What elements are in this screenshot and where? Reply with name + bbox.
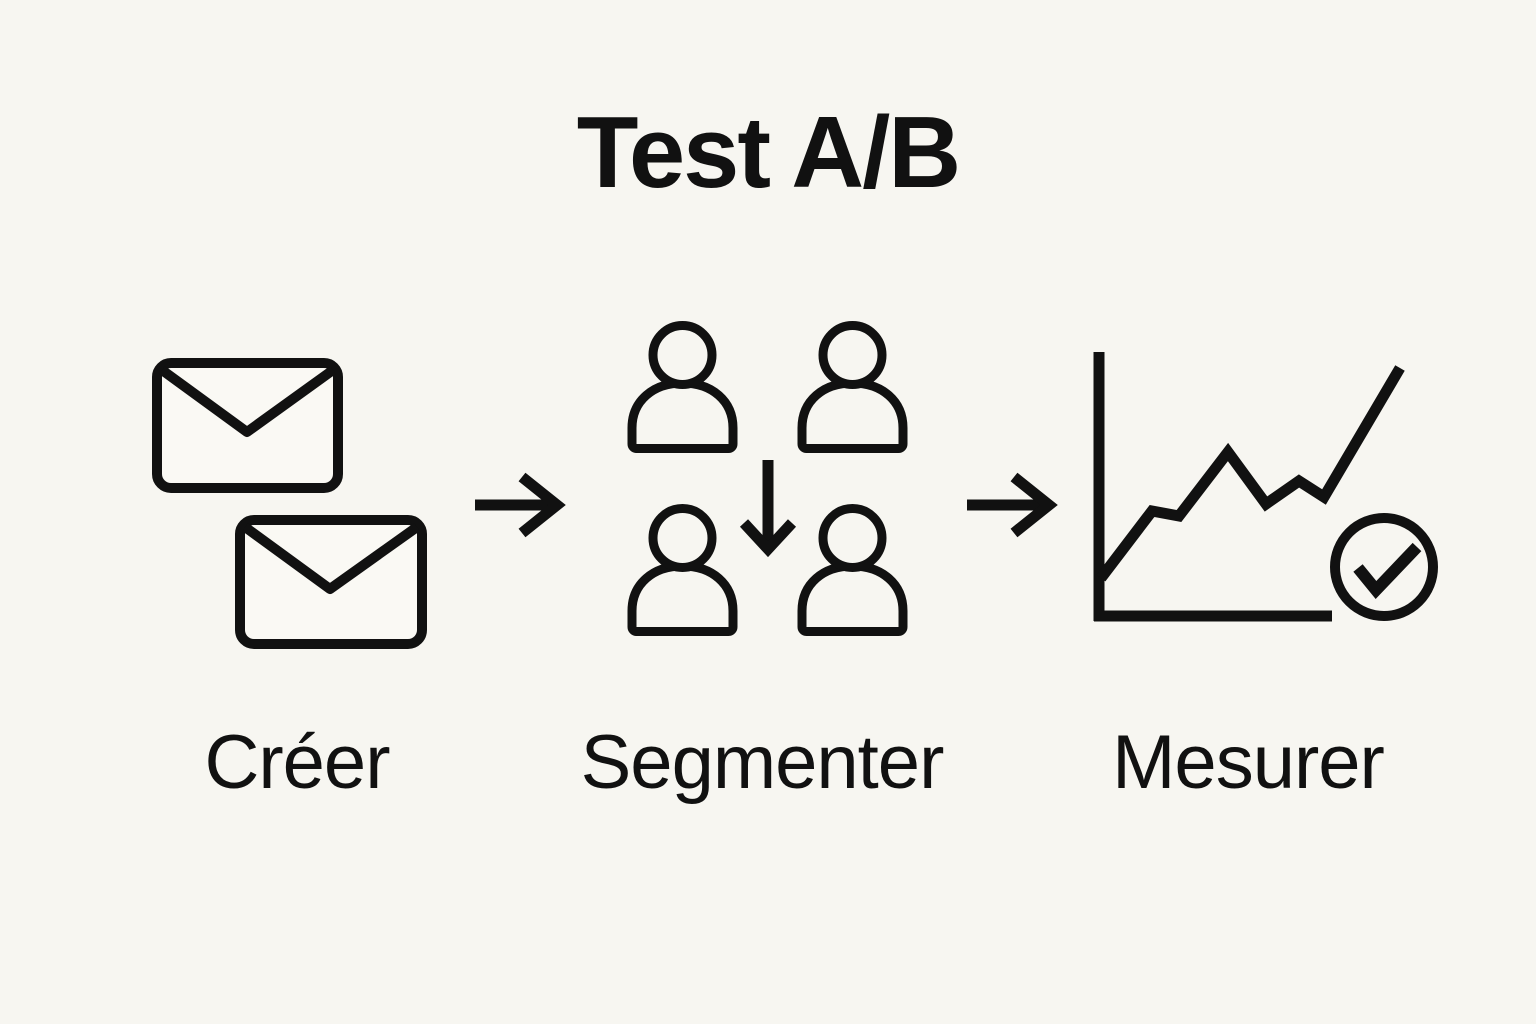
person-icon: [802, 509, 903, 632]
step-label-creer: Créer: [204, 720, 390, 805]
person-icon: [632, 509, 733, 632]
person-icon: [632, 326, 733, 449]
connector-arrow-2: [957, 470, 1058, 540]
envelope-icon: [235, 515, 427, 649]
step-segmenter-icon-group: [618, 316, 918, 646]
envelope-icon: [152, 358, 343, 493]
down-arrow-icon: [739, 460, 797, 558]
step-label-mesurer: Mesurer: [1112, 720, 1385, 805]
audience-split-icon: [618, 316, 918, 646]
step-label-segmenter: Segmenter: [580, 720, 945, 805]
step-creer-icon-group: [145, 351, 435, 654]
check-circle-icon: [1330, 513, 1438, 621]
connector-arrow-1: [465, 470, 566, 540]
right-arrow-icon: [475, 472, 566, 538]
right-arrow-icon: [967, 472, 1058, 538]
step-mesurer-icon-group: [1085, 345, 1455, 635]
envelopes-icon: [152, 358, 427, 649]
page-title: Test A/B: [576, 97, 961, 209]
person-icon: [802, 326, 903, 449]
trend-line: [1096, 365, 1405, 582]
growth-chart-check-icon: [1093, 352, 1438, 622]
